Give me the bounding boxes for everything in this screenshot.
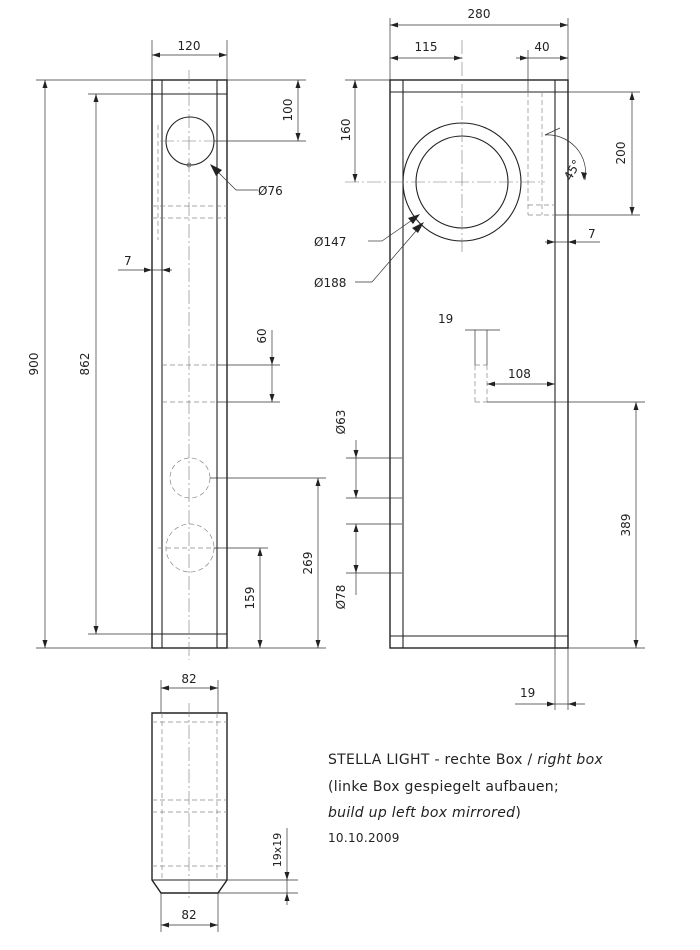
front-dim-port-lower-label: 159 <box>243 587 257 610</box>
front-dim-outer-height-label: 900 <box>27 353 41 376</box>
front-dim-269-arrow-bottom <box>315 640 321 648</box>
front-view-port-small <box>169 457 211 499</box>
side-dim-inner-diameter-label: Ø147 <box>314 235 346 249</box>
side-dim-angle-arc <box>544 134 586 181</box>
bottom-dim-19x19-arrow-top <box>284 872 290 880</box>
front-dim-120-arrow-right <box>219 52 227 58</box>
front-dim-862-arrow-bottom <box>93 626 99 634</box>
front-dim-159-arrow-top <box>257 548 263 556</box>
side-dim-width-label: 280 <box>468 7 491 21</box>
front-dim-862-arrow-top <box>93 94 99 102</box>
side-dim-200-arrow-bottom <box>629 207 635 215</box>
bottom-dim-82-bottom-arrow-left <box>161 922 169 928</box>
side-leader-188-diagonal <box>371 223 423 283</box>
side-dim-108-arrow-left <box>487 381 495 387</box>
side-dim-200-arrow-top <box>629 92 635 100</box>
front-dim-100-arrow-top <box>295 80 301 88</box>
title-note: STELLA LIGHT - rechte Box / right box <box>328 752 603 768</box>
side-dim-389-arrow-top <box>633 402 639 410</box>
bottom-dim-82-bottom-arrow-right <box>210 922 218 928</box>
side-dim-7-arrow-right <box>568 239 576 245</box>
front-leader-76-arrow <box>210 164 222 176</box>
side-view: 280 115 40 160 200 45° 7 <box>314 7 645 710</box>
side-dim-19-bottom-arrow-left <box>547 701 555 707</box>
side-dim-strip-label: 19 <box>438 312 453 326</box>
front-dim-wall-label: 7 <box>124 254 132 268</box>
side-dim-63-arrow-top <box>353 450 359 458</box>
bottom-dim-19x19-arrow-bottom <box>284 893 290 901</box>
side-dim-strip-offset-label: 108 <box>508 367 531 381</box>
side-dim-port-small-label: Ø63 <box>334 410 348 435</box>
side-dim-160-arrow-bottom <box>352 174 358 182</box>
front-view: 120 900 862 100 Ø76 7 <box>27 39 326 660</box>
bottom-dim-batten-label: 19x19 <box>271 833 284 868</box>
side-dim-40-arrow-right <box>560 55 568 61</box>
side-leader-147-arrow <box>408 214 420 224</box>
bottom-dim-bottom-label: 82 <box>181 908 196 922</box>
front-dim-900-arrow-bottom <box>42 640 48 648</box>
front-dim-hole-diameter-label: Ø76 <box>258 184 283 198</box>
front-dim-7-arrow-left <box>144 267 152 273</box>
front-dim-7-arrow-right <box>162 267 170 273</box>
side-dim-strip-height-label: 389 <box>619 514 633 537</box>
note-line-3-end: ) <box>515 805 522 821</box>
side-dim-19-bottom-arrow-right <box>568 701 576 707</box>
front-dim-100-arrow-bottom <box>295 133 301 141</box>
front-dim-120-arrow-left <box>152 52 160 58</box>
side-dim-angle-leg <box>544 127 561 136</box>
front-view-driver-screw <box>186 162 192 168</box>
side-dim-angle-label: 45° <box>561 157 584 182</box>
side-dim-160-arrow-top <box>352 80 358 88</box>
note-line-3: build up left box mirrored) <box>328 805 521 821</box>
side-dim-right-label: 40 <box>534 40 549 54</box>
note-line-2: (linke Box gespiegelt aufbauen; <box>328 779 559 795</box>
front-dim-gap-label: 60 <box>255 328 269 343</box>
side-dim-389-arrow-bottom <box>633 640 639 648</box>
side-dim-driver-height-label: 160 <box>339 119 353 142</box>
side-dim-angle-arrow <box>581 172 587 180</box>
front-dim-width-label: 120 <box>178 39 201 53</box>
front-dim-60-arrow-bottom <box>269 394 275 402</box>
front-dim-60-arrow-top <box>269 357 275 365</box>
title-plain: STELLA LIGHT - rechte Box / <box>328 752 538 768</box>
note-line-3-italic: build up left box mirrored <box>328 805 516 821</box>
title-italic: right box <box>537 752 604 768</box>
side-dim-40-arrow-left <box>520 55 528 61</box>
bottom-dim-82-top-arrow-right <box>210 685 218 691</box>
side-dim-78-arrow-bottom <box>353 565 359 573</box>
front-view-outline <box>151 79 228 649</box>
side-dim-port-large-label: Ø78 <box>334 585 348 610</box>
front-dim-hole-offset-label: 100 <box>281 99 295 122</box>
bottom-dim-82-top-arrow-left <box>161 685 169 691</box>
side-dim-left-label: 115 <box>415 40 438 54</box>
side-dim-63-arrow-bottom <box>353 490 359 498</box>
bottom-dim-top-label: 82 <box>181 672 196 686</box>
side-dim-baffle-wall-label: 7 <box>588 227 596 241</box>
front-dim-159-arrow-bottom <box>257 640 263 648</box>
side-dim-outer-diameter-label: Ø188 <box>314 276 346 290</box>
note-date: 10.10.2009 <box>328 831 400 845</box>
side-dim-115-arrow-right <box>454 55 462 61</box>
side-dim-108-arrow-right <box>547 381 555 387</box>
side-view-outline <box>389 79 569 649</box>
side-dim-baffle-height-label: 200 <box>614 142 628 165</box>
front-dim-port-upper-label: 269 <box>301 552 315 575</box>
front-dim-900-arrow-top <box>42 80 48 88</box>
side-dim-78-arrow-top <box>353 524 359 532</box>
side-dim-280-arrow-right <box>560 22 568 28</box>
bottom-view: 82 82 19x19 <box>151 672 298 932</box>
side-dim-280-arrow-left <box>390 22 398 28</box>
front-dim-269-arrow-top <box>315 478 321 486</box>
side-leader-188-arrow <box>412 222 424 233</box>
front-dim-inner-height-label: 862 <box>78 353 92 376</box>
side-dim-bottom-label: 19 <box>520 686 535 700</box>
side-dim-115-arrow-left <box>390 55 398 61</box>
side-dim-7-arrow-left <box>547 239 555 245</box>
